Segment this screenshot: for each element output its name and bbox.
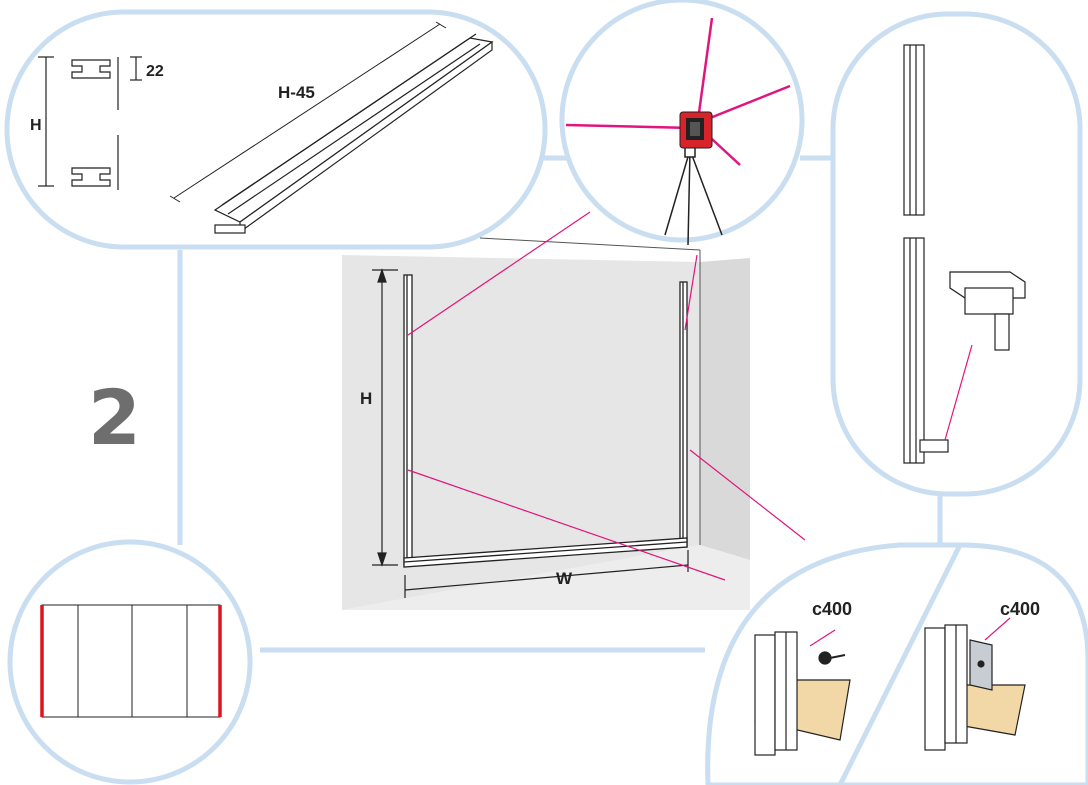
step-number: 2 bbox=[88, 373, 141, 462]
wall-height-label: H bbox=[360, 389, 372, 408]
screw-label: c400 bbox=[812, 599, 852, 619]
bracket-label: c400 bbox=[1000, 599, 1040, 619]
bracket-icon bbox=[949, 271, 1026, 351]
connector-lines bbox=[177, 155, 943, 653]
profile-cross-section bbox=[38, 56, 142, 190]
screw-fixing bbox=[754, 631, 851, 756]
rail-length-label: H-45 bbox=[278, 83, 315, 102]
tripod-icon bbox=[664, 144, 723, 246]
screw-icon bbox=[818, 651, 846, 665]
profile-callout: H 22 H-45 bbox=[4, 9, 548, 250]
panels-callout bbox=[7, 539, 253, 785]
vertical-profile-callout bbox=[830, 11, 1083, 497]
laser-callout bbox=[559, 0, 805, 246]
laser-level-icon bbox=[679, 111, 713, 149]
profile-flange-label: 22 bbox=[146, 63, 164, 80]
wall-width-label: W bbox=[556, 569, 573, 588]
laser-beams bbox=[407, 211, 806, 581]
fixing-callout: c400 c400 bbox=[705, 542, 1088, 785]
door-frame bbox=[403, 274, 688, 568]
dimension-lines bbox=[372, 268, 689, 598]
bracket-fixing bbox=[924, 624, 1026, 751]
rail-profile bbox=[213, 33, 494, 234]
profile-height-label: H bbox=[30, 117, 42, 134]
panel-set bbox=[41, 604, 221, 718]
